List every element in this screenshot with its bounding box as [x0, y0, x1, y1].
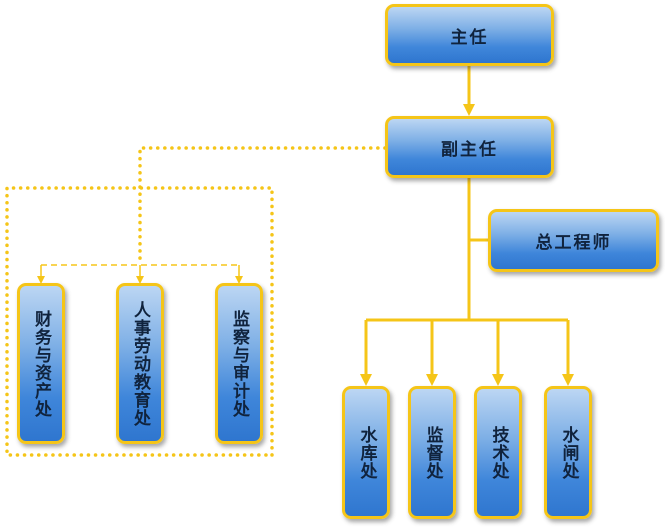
reservoir-label: 水库处: [356, 425, 377, 480]
director-node: 主任: [385, 4, 554, 66]
finance-label: 财务与资产处: [31, 309, 51, 418]
hr-education-label: 人事劳动教育处: [130, 300, 150, 427]
monitoring-node: 监督处: [408, 386, 456, 519]
sluice-node: 水闸处: [544, 386, 592, 519]
supervision-audit-node: 监察与审计处: [215, 283, 263, 444]
technical-label: 技术处: [488, 425, 509, 480]
hr-education-node: 人事劳动教育处: [116, 283, 164, 444]
deputy-director-label: 副主任: [441, 139, 498, 160]
monitoring-label: 监督处: [422, 425, 443, 480]
supervision-audit-label: 监察与审计处: [229, 309, 249, 418]
chief-engineer-node: 总工程师: [488, 209, 659, 272]
deputy-director-node: 副主任: [385, 116, 554, 178]
chief-engineer-label: 总工程师: [535, 233, 612, 253]
deputy-to-admin-dotted-line: [138, 146, 387, 267]
reservoir-node: 水库处: [342, 386, 390, 519]
sluice-label: 水闸处: [558, 425, 579, 480]
technical-node: 技术处: [474, 386, 522, 519]
director-label: 主任: [450, 27, 489, 48]
admin-group-dotted-border: [5, 186, 274, 457]
finance-node: 财务与资产处: [17, 283, 65, 444]
